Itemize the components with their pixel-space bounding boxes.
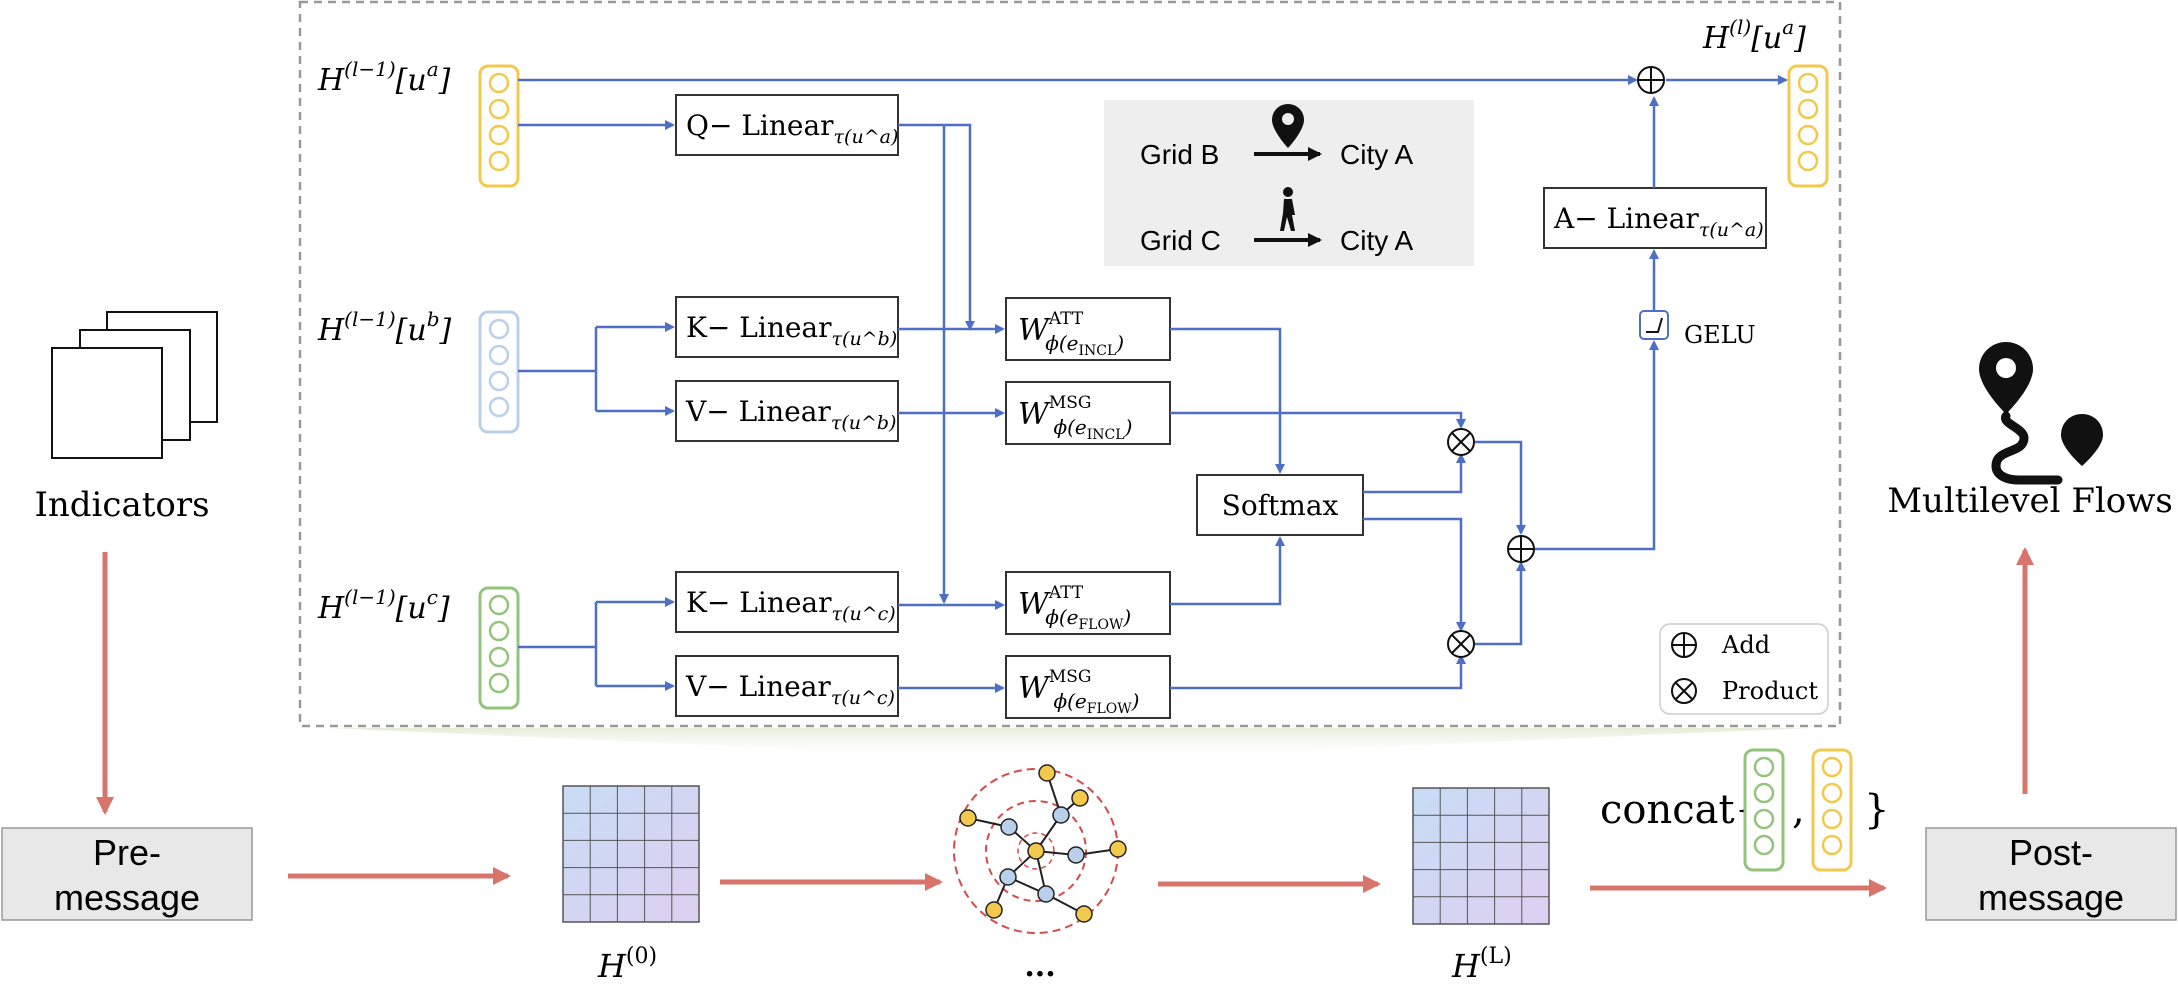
multilevel-flows-label: Multilevel Flows bbox=[1887, 481, 2173, 521]
flow-lines bbox=[518, 75, 1788, 693]
indicators-icon bbox=[51, 311, 218, 459]
vc-linear-box: V− Linearτ(u^c) bbox=[675, 655, 899, 717]
input-label-b: H(l−1)[ub] bbox=[317, 307, 452, 348]
svg-text:message: message bbox=[1978, 877, 2124, 918]
svg-text:Q− Linearτ(u^a): Q− Linearτ(u^a) bbox=[686, 109, 898, 148]
svg-text:Softmax: Softmax bbox=[1222, 489, 1339, 522]
route-icon bbox=[1979, 342, 2103, 485]
input-vector-b bbox=[478, 310, 520, 434]
location-pin-icon bbox=[1272, 104, 1304, 148]
concat-comma: , bbox=[1792, 787, 1805, 833]
h0-grid bbox=[562, 785, 700, 923]
svg-text:A− Linearτ(u^a): A− Linearτ(u^a) bbox=[1553, 202, 1764, 241]
svg-text:V− Linearτ(u^b): V− Linearτ(u^b) bbox=[685, 395, 896, 434]
input-label-a: H(l−1)[ua] bbox=[317, 57, 451, 98]
svg-text:Add: Add bbox=[1721, 631, 1770, 659]
output-label: H(l)[ua] bbox=[1702, 15, 1806, 56]
svg-text:message: message bbox=[54, 877, 200, 918]
hl-label: H(L) bbox=[1451, 944, 1512, 985]
kc-linear-box: K− Linearτ(u^c) bbox=[675, 571, 899, 633]
hl-grid bbox=[1412, 787, 1550, 925]
ops-legend: Add Product bbox=[1659, 623, 1829, 715]
add-node-mid bbox=[1507, 535, 1535, 563]
concat-vector-green bbox=[1743, 748, 1785, 872]
output-vector-a bbox=[1787, 64, 1829, 188]
input-vector-c bbox=[478, 586, 520, 710]
svg-text:Post-: Post- bbox=[2009, 832, 2093, 873]
product-node-flow bbox=[1447, 630, 1475, 658]
graph-network bbox=[953, 764, 1127, 934]
vb-linear-box: V− Linearτ(u^b) bbox=[675, 380, 899, 442]
ellipsis: ... bbox=[1024, 949, 1055, 984]
svg-text:Grid B: Grid B bbox=[1140, 139, 1219, 170]
gelu-activation: GELU bbox=[1639, 310, 1756, 349]
svg-text:K− Linearτ(u^c): K− Linearτ(u^c) bbox=[686, 586, 896, 625]
h0-label: H(0) bbox=[597, 944, 657, 985]
add-node-top bbox=[1637, 66, 1665, 94]
zoom-fan bbox=[330, 728, 1810, 758]
walking-person-icon bbox=[1280, 187, 1295, 231]
svg-text:Grid C: Grid C bbox=[1140, 225, 1221, 256]
input-label-c: H(l−1)[uc] bbox=[317, 585, 450, 626]
post-message-box: Post- message bbox=[1925, 827, 2177, 921]
concat-suffix: } bbox=[1864, 787, 1889, 833]
hgt-layer-frame bbox=[298, 0, 1842, 728]
pre-message-box: Pre- message bbox=[1, 827, 253, 921]
input-vector-a bbox=[478, 64, 520, 188]
softmax-box: Softmax bbox=[1196, 474, 1364, 536]
kb-linear-box: K− Linearτ(u^b) bbox=[675, 296, 899, 358]
concat-vector-yellow bbox=[1811, 748, 1853, 872]
svg-text:V− Linearτ(u^c): V− Linearτ(u^c) bbox=[685, 670, 895, 709]
q-linear-box: Q− Linearτ(u^a) bbox=[675, 94, 899, 156]
a-linear-box: A− Linearτ(u^a) bbox=[1543, 187, 1767, 249]
svg-text:City A: City A bbox=[1340, 139, 1413, 170]
grid-city-legend: Grid B City A Grid C City A bbox=[1104, 100, 1474, 266]
concat-prefix: concat{ bbox=[1600, 787, 1760, 833]
svg-text:K− Linearτ(u^b): K− Linearτ(u^b) bbox=[686, 311, 897, 350]
svg-text:Product: Product bbox=[1722, 677, 1818, 705]
svg-text:City A: City A bbox=[1340, 225, 1413, 256]
product-node-incl bbox=[1447, 428, 1475, 456]
indicators-label: Indicators bbox=[34, 485, 209, 525]
svg-text:GELU: GELU bbox=[1684, 321, 1756, 349]
svg-text:Pre-: Pre- bbox=[93, 832, 161, 873]
